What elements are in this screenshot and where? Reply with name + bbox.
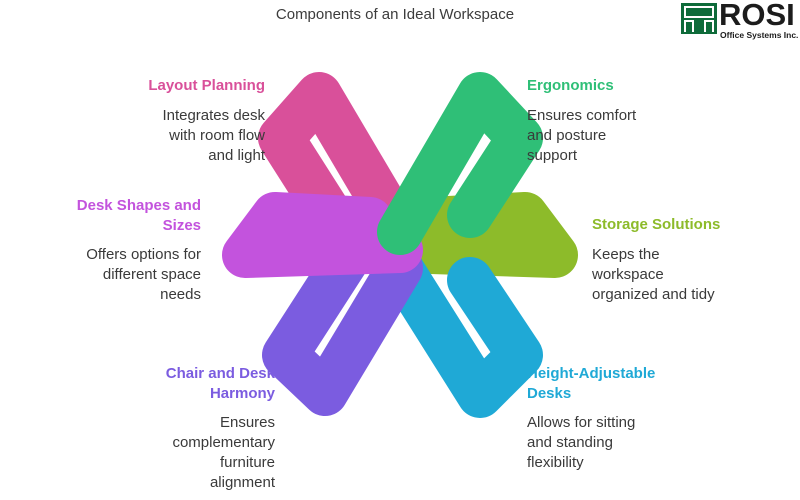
loop-layout-planning	[258, 72, 423, 255]
logo-wordmark: ROSI	[719, 0, 795, 32]
heading-line: Chair and Desk	[165, 365, 275, 382]
description-line: Offers options for	[86, 246, 201, 263]
heading-line: Desk Shapes and	[76, 197, 201, 214]
page-title: Components of an Ideal Workspace	[275, 6, 515, 23]
component-heading-height-adjustable: Height-Adjustable Desks	[527, 364, 697, 404]
description-line: Keeps the	[592, 246, 660, 263]
description-line: Ensures comfort	[527, 107, 637, 124]
description-line: flexibility	[527, 454, 584, 471]
heading-line: Sizes	[162, 217, 201, 234]
loop-height-adjustable	[377, 245, 543, 418]
heading-text: Layout Planning	[148, 77, 265, 94]
description-line: Integrates desk	[162, 107, 265, 124]
description-line: with room flow	[169, 127, 265, 144]
description-line: and posture	[527, 127, 607, 144]
office-desk-icon	[681, 3, 717, 34]
component-description-layout-planning: Integrates desk with room flow and light	[105, 106, 265, 166]
description-line: Ensures	[219, 414, 275, 431]
heading-text: Ergonomics	[527, 77, 614, 94]
description-line: alignment	[209, 474, 275, 491]
logo-subtitle: Office Systems Inc.	[720, 30, 799, 40]
component-description-height-adjustable: Allows for sitting and standing flexibil…	[527, 413, 697, 473]
component-heading-ergonomics: Ergonomics	[527, 76, 687, 96]
component-heading-chair-desk-harmony: Chair and Desk Harmony	[125, 364, 275, 404]
description-line: needs	[160, 286, 201, 303]
loop-desk-shapes	[222, 192, 423, 278]
component-heading-layout-planning: Layout Planning	[105, 76, 265, 96]
loop-chair-desk	[262, 239, 423, 416]
description-line: complementary	[172, 434, 275, 451]
component-heading-storage-solutions: Storage Solutions	[592, 215, 772, 235]
heading-text: Storage Solutions	[592, 216, 721, 233]
company-logo: ROSI Office Systems Inc.	[680, 0, 800, 42]
description-line: support	[527, 147, 578, 164]
description-line: organized and tidy	[592, 286, 715, 303]
heading-line: Desks	[527, 385, 572, 402]
component-description-chair-desk-harmony: Ensures complementary furniture alignmen…	[125, 413, 275, 493]
description-line: workspace	[592, 266, 664, 283]
description-line: different space	[102, 266, 201, 283]
component-description-storage-solutions: Keeps the workspace organized and tidy	[592, 245, 772, 305]
description-line: and light	[208, 147, 265, 164]
description-line: and standing	[527, 434, 613, 451]
component-heading-desk-shapes: Desk Shapes and Sizes	[40, 196, 201, 236]
component-description-ergonomics: Ensures comfort and posture support	[527, 106, 687, 166]
component-description-desk-shapes: Offers options for different space needs	[40, 245, 201, 305]
loop-ergonomics	[377, 72, 543, 255]
description-line: Allows for sitting	[527, 414, 636, 431]
heading-line: Harmony	[209, 385, 275, 402]
heading-line: Height-Adjustable	[527, 365, 656, 382]
description-line: furniture	[219, 454, 275, 471]
